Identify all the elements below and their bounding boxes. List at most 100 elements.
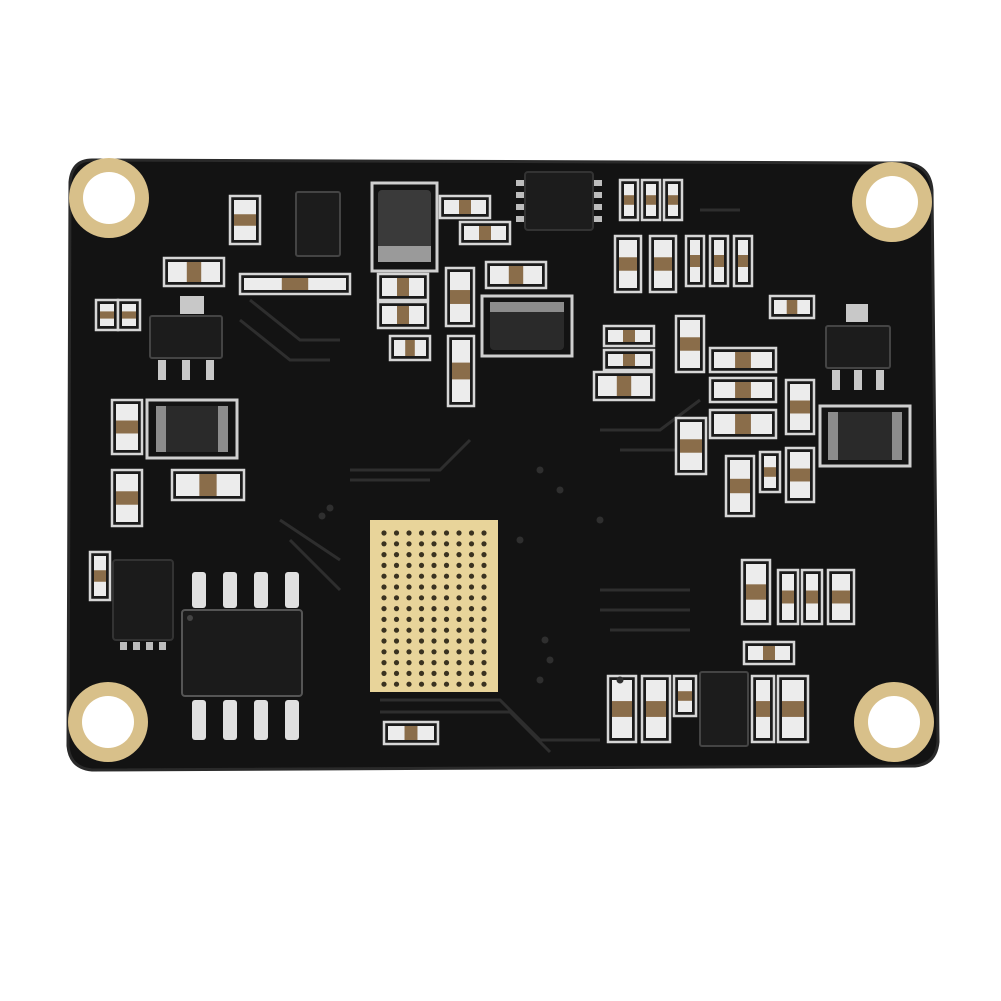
bga-dot <box>431 649 437 655</box>
bga-dot <box>418 670 425 677</box>
bga-dot <box>456 584 462 590</box>
via <box>556 486 564 494</box>
bga-dot <box>431 670 437 677</box>
bga-dot <box>456 616 462 623</box>
bga-dot <box>481 541 487 547</box>
bga-dot <box>418 681 425 687</box>
bga-dot <box>406 530 412 536</box>
component-center <box>654 257 672 271</box>
bga-dot <box>443 573 450 579</box>
bga-dot <box>456 681 462 687</box>
via <box>516 536 524 544</box>
bga-dot <box>443 616 450 623</box>
smd-component <box>662 178 684 222</box>
smd-component <box>708 346 778 374</box>
smd-component <box>606 674 638 744</box>
sot-chip-bottom-right <box>699 671 749 747</box>
bga-dot <box>406 573 412 579</box>
bga-dot <box>393 681 400 687</box>
bga-dot <box>393 649 400 655</box>
component-center <box>790 468 810 482</box>
bga-dot <box>393 638 400 644</box>
bga-dot <box>393 627 400 633</box>
smd-component <box>110 468 144 528</box>
bga-dot <box>381 584 387 590</box>
bga-land-pad <box>370 520 498 692</box>
via <box>541 636 549 644</box>
soic-pin <box>254 700 268 740</box>
component-center <box>623 330 635 342</box>
bga-dot <box>431 530 437 536</box>
bga-dot <box>418 573 425 579</box>
smd-component <box>228 194 262 246</box>
bga-dot <box>381 552 387 558</box>
via <box>536 676 544 684</box>
bga-dot <box>418 584 425 590</box>
component-center <box>790 400 810 414</box>
smd-component <box>742 640 796 666</box>
bga-dot <box>418 649 425 655</box>
smd-component <box>238 272 352 296</box>
bga-dot <box>443 638 450 644</box>
component-center <box>452 362 470 380</box>
via <box>318 512 326 520</box>
bga-dot <box>443 552 450 558</box>
smd-component <box>382 720 440 746</box>
inductor-left <box>145 398 239 460</box>
smd-component <box>758 450 782 494</box>
bga-dot <box>406 606 412 612</box>
bga-dot <box>406 627 412 633</box>
smd-component <box>88 550 112 602</box>
bga-dot <box>456 670 462 677</box>
soic-pin <box>223 572 237 608</box>
component-center <box>612 701 632 717</box>
mounting-hole-top-right <box>852 162 932 242</box>
qfn-chip-left <box>112 559 174 650</box>
bga-dot <box>406 584 412 590</box>
component-center <box>624 195 634 205</box>
bga-dot <box>393 595 400 601</box>
component-center <box>459 200 471 214</box>
bga-dot <box>431 627 437 633</box>
component-center <box>404 726 418 740</box>
component-center <box>680 337 700 351</box>
component-center <box>714 255 724 267</box>
bga-dot <box>468 530 475 536</box>
bga-dot <box>443 660 450 666</box>
bga-dot <box>443 627 450 633</box>
bga-dot <box>468 552 475 558</box>
component-center <box>479 226 491 240</box>
bga-dot <box>393 552 400 558</box>
bga-dot <box>406 562 412 569</box>
component-center <box>735 414 751 434</box>
component-center <box>186 262 202 282</box>
bga-dot <box>481 573 487 579</box>
bga-dot <box>418 627 425 633</box>
bga-dot <box>481 562 487 569</box>
component-center <box>450 290 470 304</box>
smd-component <box>444 266 476 328</box>
soic-pin <box>285 572 299 608</box>
component-center <box>619 257 637 271</box>
bga-dot <box>406 552 412 558</box>
bga-dot <box>443 670 450 677</box>
bga-dot <box>456 606 462 612</box>
bga-dot <box>468 541 475 547</box>
bga-dot <box>481 638 487 644</box>
bga-dot <box>431 552 437 558</box>
component-center <box>690 255 700 267</box>
component-center <box>786 300 798 314</box>
bga-solder-dots <box>381 530 487 687</box>
qfn-pin <box>516 192 524 198</box>
bga-dot <box>468 638 475 644</box>
mounting-hole-top-left <box>69 158 149 238</box>
component-center <box>678 691 692 701</box>
bga-dot <box>381 606 387 612</box>
mounting-hole-bottom-right <box>854 682 934 762</box>
bga-dot <box>406 616 412 623</box>
bga-dot <box>456 541 462 547</box>
component-center <box>234 214 256 226</box>
bga-dot <box>468 616 475 623</box>
soic-pin <box>192 572 206 608</box>
